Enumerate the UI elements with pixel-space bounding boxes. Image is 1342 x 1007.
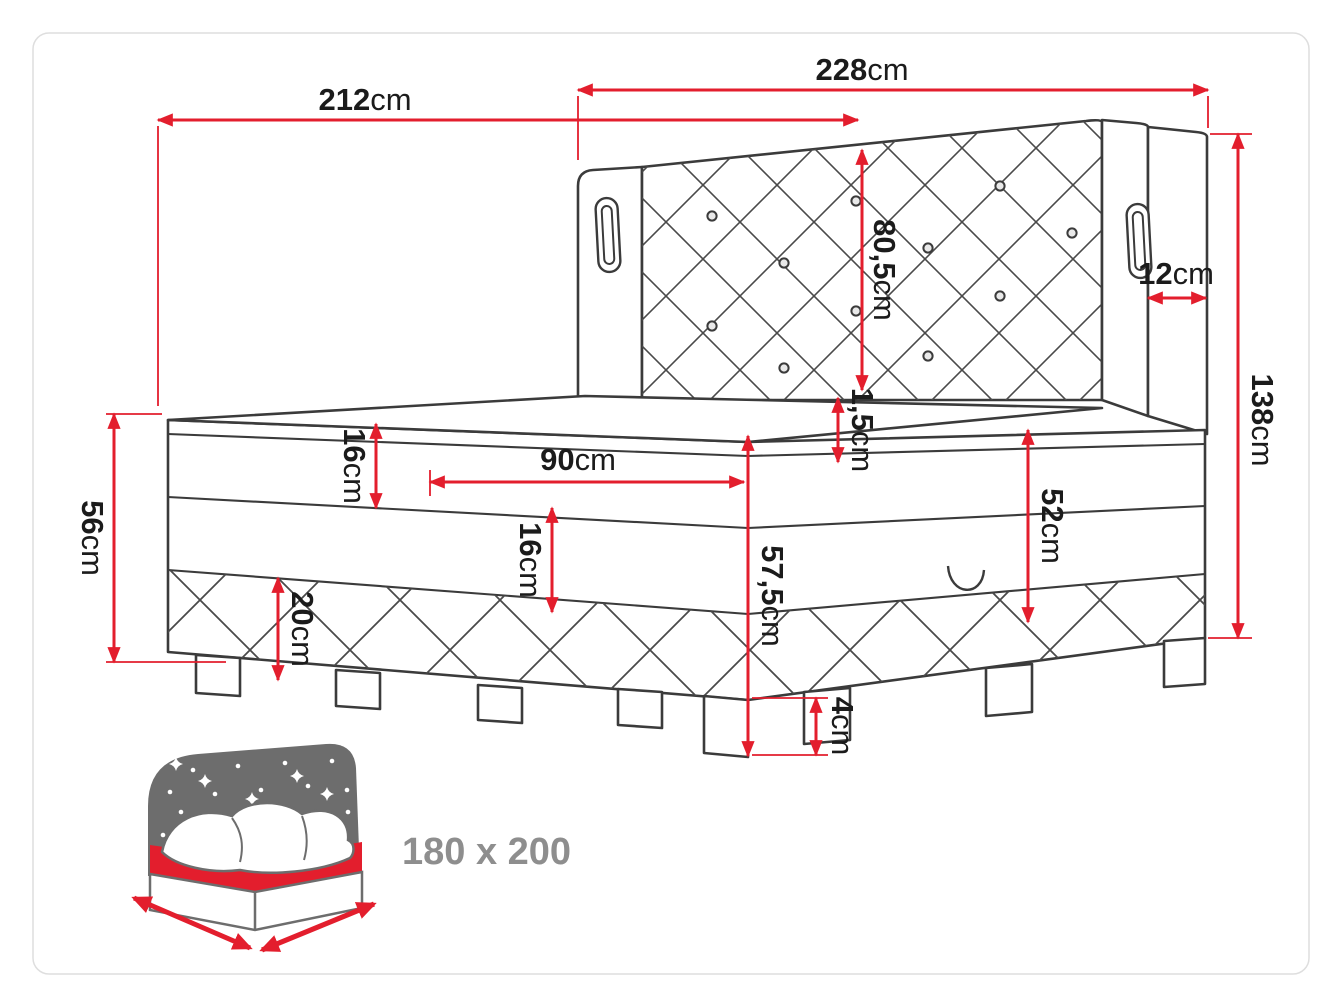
dimension-mattress-thickness-16: 16cm [337,422,383,510]
dimension-headboard-total-height-138: 138cm [1208,132,1280,640]
dim-label-16a: 16cm [337,428,372,504]
mattress-piping-right [747,442,1206,458]
dimension-front-total-57-5: 57,5cm [741,434,790,758]
right-wing-slot [1125,202,1153,280]
pictogram-blanket-folds [231,815,308,863]
width-arrow-icon [131,895,253,951]
length-arrow-icon [259,901,377,953]
dimension-lower-panel-20: 20cm [271,576,320,682]
side-handle [946,565,986,591]
dimension-headboard-depth-12: 12cm [1138,256,1214,305]
dimension-bed-length-212: 212cm [156,82,860,406]
pictogram-stars [160,757,351,838]
dimension-box-thickness-16: 16cm [513,506,559,614]
dim-label-212: 212cm [318,82,411,117]
dim-label-90: 90cm [540,442,616,477]
dimension-gap-1-5: 1,5cm [831,388,880,472]
dim-label-16b: 16cm [513,522,548,598]
dimension-mattress-segment-90: 90cm [428,442,746,496]
dim-label-57-5: 57,5cm [755,545,790,647]
dim-label-12: 12cm [1138,256,1214,291]
dim-label-4: 4cm [825,697,860,756]
mattress-piping-left [167,432,749,458]
dim-label-20: 20cm [285,591,320,667]
bed-legs [194,636,1207,759]
bed-base [166,394,1207,759]
dimension-base-height-56: 56cm [75,412,226,664]
mattress-top-surface [166,394,1104,444]
tufting-pattern [642,120,1102,400]
headboard [576,118,1209,436]
dim-label-80-5: 80,5cm [867,219,902,321]
dimension-side-rail-52: 52cm [1021,428,1070,624]
left-wing-slot [594,196,622,274]
size-label: 180 x 200 [402,831,571,873]
mattress-bottom-left [167,495,749,530]
headboard-left-wing [576,165,644,404]
dim-label-56: 56cm [75,500,110,576]
bed-size-pictogram: 180 x 200 [131,743,571,953]
image-frame [32,32,1310,975]
dim-label-138: 138cm [1245,373,1280,466]
mattress-bottom-right [747,504,1206,530]
dimension-headboard-width-228: 228cm [576,52,1210,160]
dimension-headboard-height-80-5: 80,5cm [855,148,902,392]
dimension-leg-height-4: 4cm [752,696,860,757]
dim-label-52: 52cm [1035,488,1070,564]
crisscross-right [748,574,1205,700]
crisscross-left [168,570,748,700]
headboard-right-wing-side [1146,125,1209,436]
dim-label-228: 228cm [815,52,908,87]
dim-label-1-5: 1,5cm [845,388,880,472]
